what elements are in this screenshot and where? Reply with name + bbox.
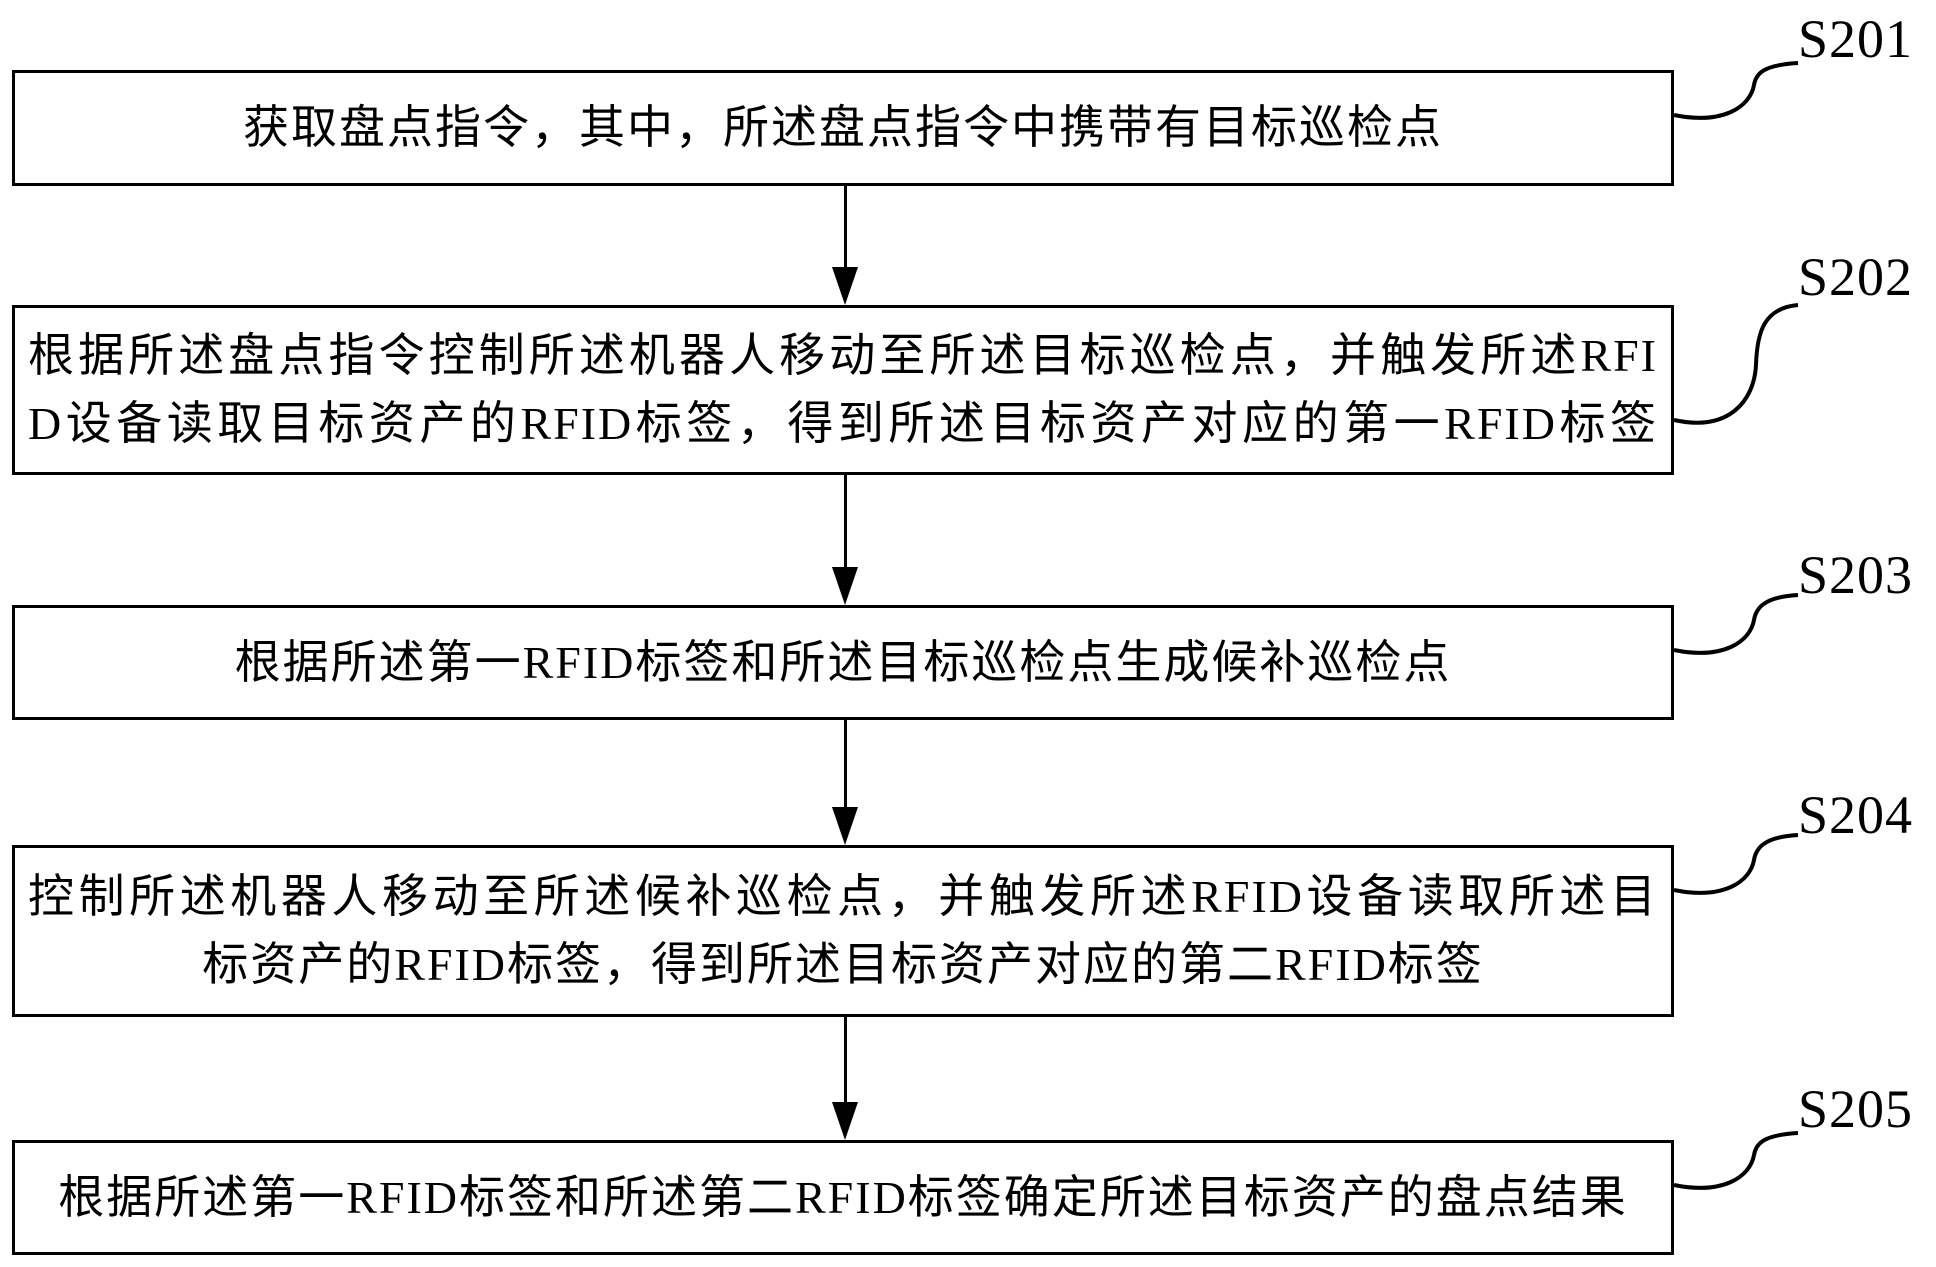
step-label-s204: S204 (1798, 785, 1914, 845)
flow-arrow-1-stem (844, 186, 847, 269)
connector-curve-s203 (1673, 593, 1799, 655)
flow-arrow-3-stem (844, 720, 847, 809)
process-box-s203: 根据所述第一RFID标签和所述目标巡检点生成候补巡检点 (12, 605, 1674, 720)
connector-curve-s202 (1673, 303, 1799, 425)
flow-arrow-2 (832, 475, 860, 605)
process-box-s205: 根据所述第一RFID标签和所述第二RFID标签确定所述目标资产的盘点结果 (12, 1140, 1674, 1255)
flow-arrow-3-head (832, 807, 858, 845)
process-box-s203-text: 根据所述第一RFID标签和所述目标巡检点生成候补巡检点 (234, 636, 1452, 688)
flow-arrow-4-stem (844, 1017, 847, 1104)
process-box-s201: 获取盘点指令，其中，所述盘点指令中携带有目标巡检点 (12, 70, 1674, 186)
connector-curve-s204 (1673, 833, 1799, 895)
flow-arrow-1-head (832, 267, 858, 305)
process-box-s202-text-line1: 根据所述盘点指令控制所述机器人移动至所述目标巡检点，并触发所述RFI (28, 330, 1658, 381)
connector-curve-s205 (1673, 1131, 1799, 1190)
flow-arrow-3 (832, 720, 860, 845)
flow-arrow-2-head (832, 567, 858, 605)
step-label-s205: S205 (1798, 1079, 1914, 1139)
flow-arrow-4 (832, 1017, 860, 1140)
process-box-s201-text: 获取盘点指令，其中，所述盘点指令中携带有目标巡检点 (243, 102, 1443, 153)
process-box-s205-text: 根据所述第一RFID标签和所述第二RFID标签确定所述目标资产的盘点结果 (58, 1171, 1628, 1223)
process-box-s202: 根据所述盘点指令控制所述机器人移动至所述目标巡检点，并触发所述RFI D设备读取… (12, 305, 1674, 475)
flow-arrow-4-head (832, 1102, 858, 1140)
process-box-s204-text-line2: 标资产的RFID标签，得到所述目标资产对应的第二RFID标签 (202, 939, 1484, 990)
step-label-s203: S203 (1798, 545, 1914, 605)
process-box-s204-text-line1: 控制所述机器人移动至所述候补巡检点，并触发所述RFID设备读取所述目 (28, 871, 1658, 922)
process-box-s204: 控制所述机器人移动至所述候补巡检点，并触发所述RFID设备读取所述目 标资产的R… (12, 845, 1674, 1017)
step-label-s201: S201 (1798, 9, 1914, 69)
flow-arrow-1 (832, 186, 860, 305)
process-box-s202-text-line2: D设备读取目标资产的RFID标签，得到所述目标资产对应的第一RFID标签 (28, 398, 1658, 449)
step-label-s202: S202 (1798, 247, 1914, 307)
flow-arrow-2-stem (844, 475, 847, 569)
connector-curve-s201 (1673, 61, 1799, 120)
